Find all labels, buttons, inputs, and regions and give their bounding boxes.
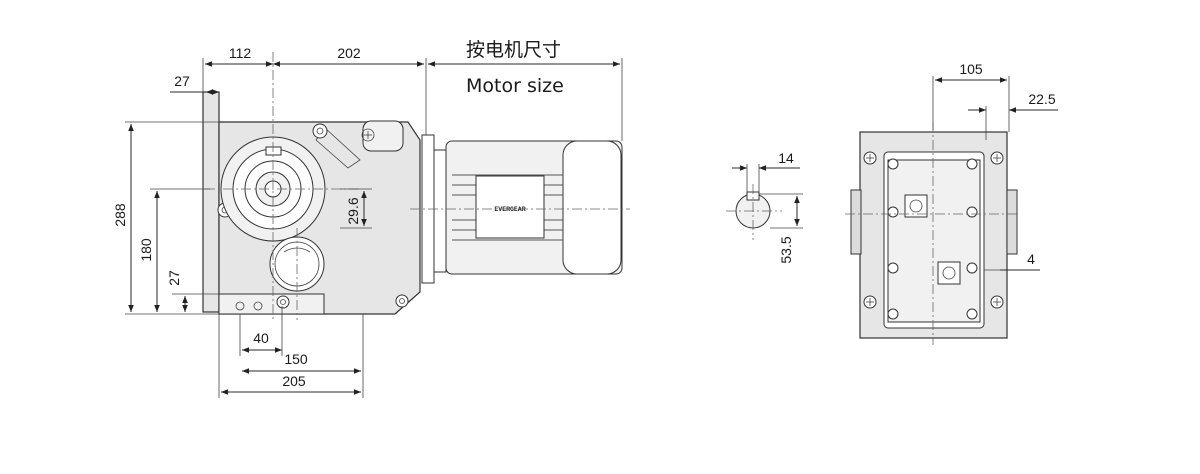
motor-note-english: Motor size [466, 75, 564, 97]
dim-53-5: 53.5 [778, 236, 794, 263]
dim-112: 112 [229, 45, 252, 61]
dim-27-left: 27 [166, 270, 182, 286]
dim-180: 180 [138, 238, 154, 262]
motor: EVERGEAR [421, 134, 623, 284]
motor-brand-label: EVERGEAR [494, 206, 525, 213]
dim-288: 288 [112, 203, 128, 227]
side-view: EVERGEAR [112, 39, 630, 398]
motor-note-chinese: 按电机尺寸 [466, 39, 561, 61]
end-view: 105 22.5 4 [845, 61, 1058, 345]
dim-14: 14 [778, 150, 794, 166]
dim-4: 4 [1027, 251, 1035, 267]
dim-205: 205 [282, 373, 306, 389]
dim-22-5: 22.5 [1028, 91, 1055, 107]
dim-105: 105 [959, 61, 983, 77]
dim-29-6: 29.6 [345, 197, 361, 224]
dim-202: 202 [337, 45, 361, 61]
dim-27-top: 27 [174, 73, 190, 89]
dim-150: 150 [284, 351, 308, 367]
shaft-detail-view: 14 53.5 [726, 150, 803, 264]
dim-40: 40 [253, 330, 269, 346]
